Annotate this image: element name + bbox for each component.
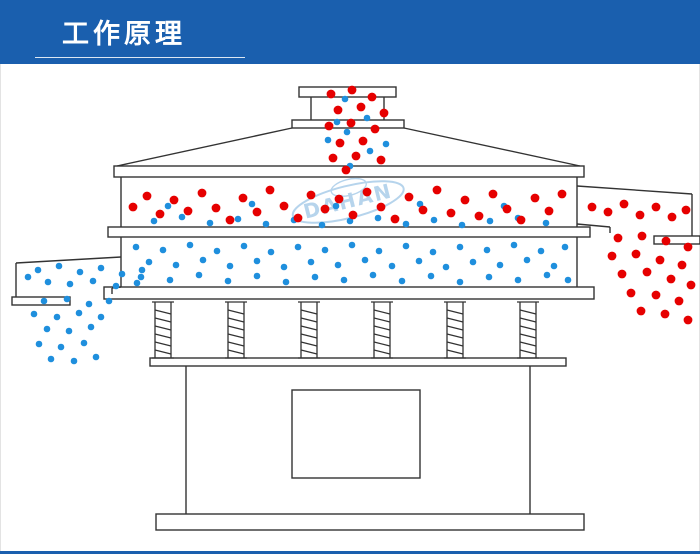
blue-particles-layer: [24, 95, 572, 365]
motor-window: [291, 389, 421, 479]
header: 工作原理: [0, 0, 700, 64]
red-particles-layer: [128, 85, 696, 325]
page-title: 工作原理: [62, 19, 186, 50]
lid-cone: [116, 127, 581, 167]
mid-flange: [107, 226, 591, 238]
title-underline: [35, 57, 245, 58]
right-outlet: [576, 185, 700, 245]
lower-deck: [120, 237, 578, 287]
springs: [151, 301, 540, 359]
upper-deck: [120, 177, 578, 227]
bottom-border: [0, 551, 700, 554]
left-outlet: [11, 256, 122, 306]
deck-bottom-flange: [103, 286, 595, 300]
base: [149, 357, 585, 531]
